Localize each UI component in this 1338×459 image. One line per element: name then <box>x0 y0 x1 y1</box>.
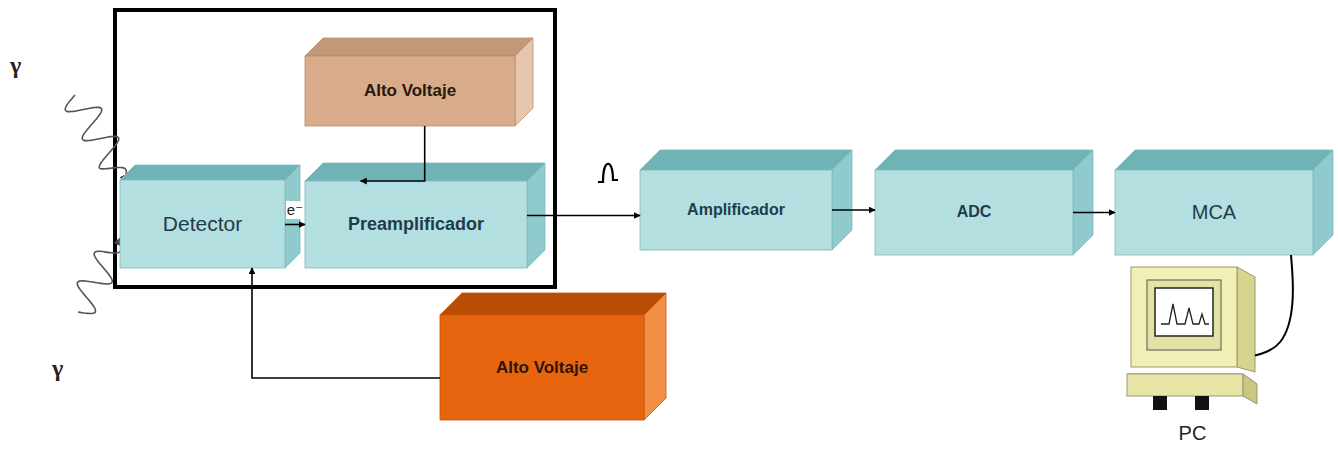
computer-drawing <box>1127 267 1257 410</box>
text-holder: ADC <box>957 203 992 221</box>
pulse-symbol <box>598 164 618 182</box>
mca-box: MCA <box>1115 150 1333 255</box>
signal-connector <box>252 268 440 378</box>
detector-housing-frame <box>115 10 555 287</box>
signal-connector <box>527 215 640 217</box>
box-label: Amplificador <box>687 201 785 219</box>
gamma-wave <box>77 238 121 314</box>
box-label: Preamplificador <box>348 214 484 235</box>
signal-connector <box>1073 212 1115 214</box>
box-label: Detector <box>163 212 242 236</box>
pc-icon: PC <box>1125 262 1260 452</box>
box-face: Alto Voltaje <box>440 315 644 420</box>
box-label: Alto Voltaje <box>496 358 588 378</box>
text-holder: Alto Voltaje <box>364 81 456 101</box>
text-holder: MCA <box>1192 201 1236 224</box>
gamma-label: γ <box>10 52 21 79</box>
text-holder: Amplificador <box>687 201 785 219</box>
signal-connector <box>832 209 875 211</box>
box-face: Alto Voltaje <box>305 56 515 126</box>
box-face: ADC <box>875 170 1073 255</box>
amplifier-box: Amplificador <box>640 150 852 250</box>
gamma-waves <box>65 95 126 314</box>
text-holder: Detector <box>163 212 242 236</box>
text-holder: PC <box>1179 422 1207 445</box>
box-label: PC <box>1179 422 1207 445</box>
high-voltage-supply-box: Alto Voltaje <box>440 293 666 420</box>
detector-box: Detector <box>120 165 300 268</box>
box-label: Alto Voltaje <box>364 81 456 101</box>
box-label: MCA <box>1192 201 1236 224</box>
edge-label: e⁻ <box>286 201 304 219</box>
box-3d-shape <box>875 150 1093 255</box>
box-3d-shape <box>640 150 852 250</box>
box-3d-shape <box>440 293 666 420</box>
gamma-label: γ <box>52 355 63 382</box>
text-holder: Preamplificador <box>348 214 484 235</box>
box-face: Detector <box>120 180 285 268</box>
signal-connector <box>1255 255 1293 356</box>
adc-box: ADC <box>875 150 1093 255</box>
box-face: MCA <box>1115 170 1313 255</box>
gamma-wave <box>65 95 126 182</box>
box-face: Amplificador <box>640 170 832 250</box>
box-label: ADC <box>957 203 992 221</box>
high-voltage-box: Alto Voltaje <box>305 38 533 126</box>
text-holder: Alto Voltaje <box>496 358 588 378</box>
box-face: Preamplificador <box>305 181 527 268</box>
signal-connector <box>285 224 305 226</box>
box-face: PC <box>1125 418 1260 448</box>
